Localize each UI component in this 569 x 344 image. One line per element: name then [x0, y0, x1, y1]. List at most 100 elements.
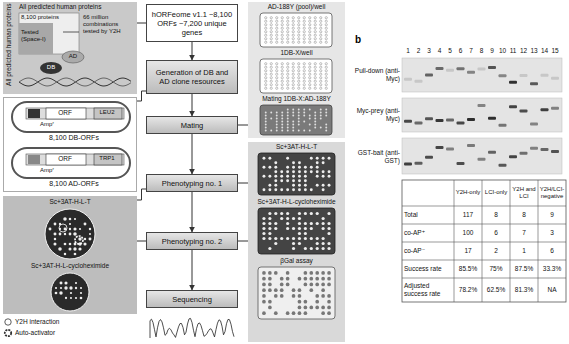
well: [265, 130, 267, 132]
well: [281, 87, 283, 89]
well: [322, 175, 325, 178]
well: [320, 24, 322, 26]
well: [292, 73, 294, 75]
well: [280, 294, 284, 298]
yeast-colony: [89, 228, 91, 230]
well: [270, 34, 272, 36]
connector: [238, 241, 248, 242]
well: [270, 80, 272, 82]
yeast-colony: [49, 228, 52, 231]
marker-box: [94, 108, 122, 119]
well: [321, 271, 325, 275]
yeast-colony: [73, 247, 76, 250]
ad-domain: [62, 51, 84, 63]
yeast-colony: [80, 287, 82, 289]
well: [309, 288, 313, 292]
table-cell: Y2H/LCI-negative: [538, 180, 566, 206]
well: [281, 77, 283, 79]
well: [298, 288, 302, 292]
well: [310, 227, 313, 230]
well: [298, 130, 300, 132]
yeast-colony: [69, 223, 71, 225]
well: [298, 232, 301, 235]
well: [268, 227, 271, 230]
yeast-colony: [54, 238, 56, 240]
well: [315, 294, 319, 298]
well: [316, 184, 319, 187]
protein-band: [467, 144, 475, 147]
well: [325, 127, 327, 129]
table-cell: 3: [538, 224, 566, 242]
well: [287, 70, 289, 72]
well: [287, 66, 289, 68]
well: [322, 161, 325, 164]
well: [270, 38, 272, 40]
well: [325, 34, 327, 36]
well: [292, 217, 295, 220]
lane-number: 9: [486, 47, 498, 55]
well: [263, 175, 266, 178]
well: [274, 237, 277, 240]
well: [270, 24, 272, 26]
well: [292, 166, 295, 169]
well: [274, 175, 277, 178]
protein-band: [551, 107, 559, 110]
well: [287, 41, 289, 43]
well: [314, 84, 316, 86]
well: [325, 24, 327, 26]
well: [298, 237, 301, 240]
well: [276, 73, 278, 75]
well: [327, 212, 330, 215]
well: [298, 227, 301, 230]
protein-band: [520, 74, 528, 77]
part-label: ORF: [45, 155, 85, 163]
part-label: TRP1: [93, 155, 121, 162]
well: [270, 20, 272, 22]
well: [281, 80, 283, 82]
well: [314, 70, 316, 72]
well: [287, 17, 289, 19]
well: [298, 31, 300, 33]
well: [298, 212, 301, 215]
well: [303, 17, 305, 19]
well: [303, 31, 305, 33]
well: [314, 73, 316, 75]
lane-number: 11: [507, 47, 519, 55]
well: [276, 77, 278, 79]
protein-band: [436, 146, 444, 149]
connector: [238, 125, 248, 126]
protein-band: [446, 118, 454, 121]
lane-number: 6: [455, 47, 467, 55]
yeast-colony: [60, 287, 62, 289]
legend-text: Y2H interaction: [15, 318, 59, 326]
part-label: Ampʳ: [33, 121, 61, 128]
well: [287, 118, 289, 120]
well: [304, 166, 307, 169]
well: [274, 294, 278, 298]
well: [321, 277, 325, 281]
well: [310, 247, 313, 250]
well: [325, 66, 327, 68]
well: [276, 34, 278, 36]
well: [328, 175, 331, 178]
well: [270, 112, 272, 114]
well: [276, 24, 278, 26]
well: [286, 175, 289, 178]
panel-text: Sc+3AT-H-L-cycloheximide: [3, 262, 137, 270]
yeast-colony: [54, 223, 57, 226]
well: [265, 115, 267, 117]
table-cell: 75%: [482, 260, 510, 278]
yeast-colony: [69, 286, 72, 289]
well: [265, 27, 267, 29]
well: [327, 300, 331, 304]
well: [265, 77, 267, 79]
well: [265, 41, 267, 43]
well: [280, 288, 284, 292]
well: [262, 237, 265, 240]
well: [303, 70, 305, 72]
table-cell: 7: [510, 224, 538, 242]
yeast-colony: [68, 247, 71, 250]
table-cell: Y2H-only: [454, 180, 482, 206]
well: [304, 232, 307, 235]
yeast-colony: [54, 233, 57, 236]
